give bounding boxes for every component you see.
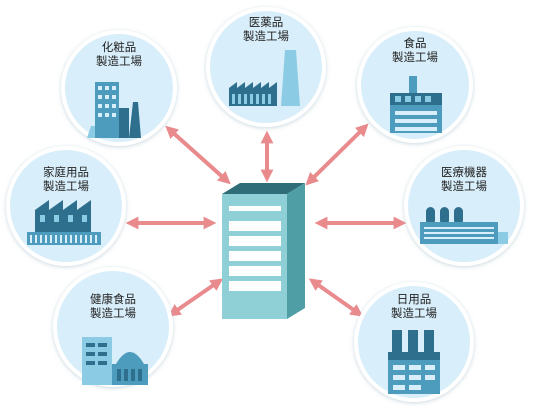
node-label-line2: 製造工場	[243, 29, 289, 43]
node-cosmetics: 化粧品 製造工場	[61, 30, 177, 146]
node-food: 食品 製造工場	[357, 27, 473, 143]
tank-factory-icon	[420, 207, 508, 244]
arrow-daily-goods	[308, 278, 364, 317]
node-pharma: 医薬品 製造工場	[206, 7, 326, 127]
node-label-line1: 家庭用品	[43, 165, 89, 179]
node-health-food: 健康食品 製造工場	[53, 267, 173, 387]
node-medical-device: 医療機器 製造工場	[404, 146, 524, 266]
arrow-health-food	[167, 278, 224, 317]
node-label-line1: 化粧品	[102, 40, 137, 54]
arrows	[125, 123, 407, 317]
node-label-line1: 医薬品	[249, 15, 284, 29]
node-label-line1: 医療機器	[441, 165, 487, 179]
node-label-line1: 健康食品	[90, 292, 136, 306]
node-household: 家庭用品 製造工場	[6, 146, 126, 266]
arrow-food	[305, 123, 369, 186]
server-icon	[222, 183, 305, 319]
node-label-line2: 製造工場	[90, 306, 136, 320]
node-label-line2: 製造工場	[391, 306, 437, 320]
node-label-line2: 製造工場	[441, 179, 487, 193]
node-label-line2: 製造工場	[96, 54, 142, 68]
node-label-line1: 日用品	[397, 292, 432, 306]
office-factory-icon	[87, 82, 141, 138]
node-label-line2: 製造工場	[43, 179, 89, 193]
node-label-line2: 製造工場	[392, 50, 438, 64]
arrow-cosmetics	[165, 125, 231, 185]
stack-factory-icon	[388, 330, 440, 394]
chimney-factory-icon	[229, 50, 300, 106]
node-daily-goods: 日用品 製造工場	[354, 282, 474, 402]
dome-factory-icon	[82, 337, 148, 385]
node-label-line1: 食品	[404, 36, 427, 50]
food-plant-icon	[390, 76, 442, 133]
sawtooth-factory-icon	[27, 200, 101, 245]
